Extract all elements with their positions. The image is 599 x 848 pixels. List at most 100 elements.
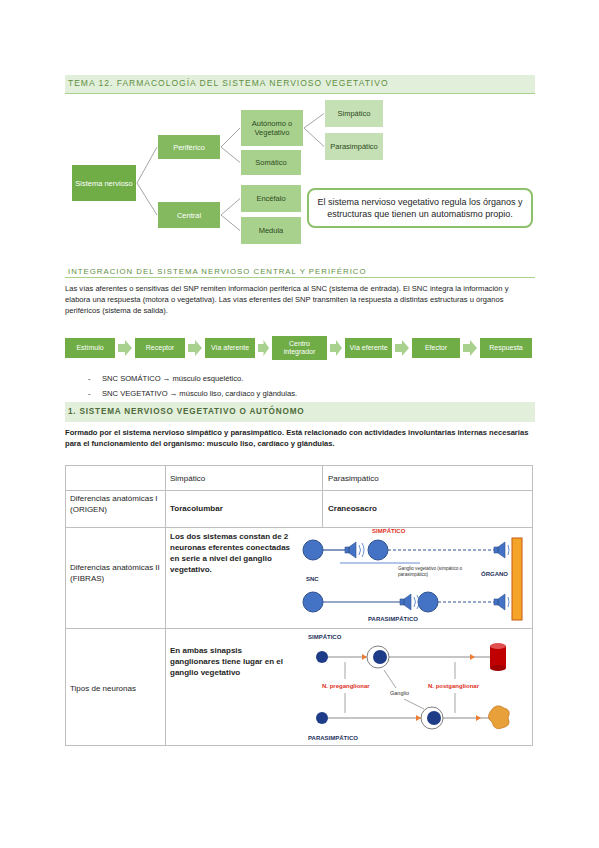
page-title: TEMA 12. FARMACOLOGÍA DEL SISTEMA NERVIO… xyxy=(68,78,389,89)
table-cell: Toracolumbar xyxy=(170,503,223,514)
fibers-illustration-part xyxy=(400,594,411,610)
figure-label: SIMPÁTICO xyxy=(372,527,405,535)
table-grid xyxy=(65,465,533,746)
neurons-illustration-part xyxy=(404,699,424,709)
table-header: Parasimpático xyxy=(328,473,379,484)
fibers-illustration-part xyxy=(388,550,494,551)
neurons-illustration-part xyxy=(373,650,387,664)
table-grid-part xyxy=(66,466,533,746)
tree-connector xyxy=(221,199,240,216)
neurons-illustration-part xyxy=(455,693,456,713)
fibers-illustration xyxy=(303,538,522,620)
neurons-illustration-part xyxy=(362,654,481,721)
bullet-text: SNC VEGETATIVO → músculo liso, cardíaco … xyxy=(102,388,297,399)
flow-arrow xyxy=(330,340,342,356)
flow-arrow xyxy=(118,340,132,356)
box-text: Vía eferente xyxy=(349,344,387,352)
table-grid-part xyxy=(65,527,533,528)
flow-arrow xyxy=(258,340,269,356)
neurons-illustration-part xyxy=(316,651,328,663)
box-text: Centro integrador xyxy=(275,340,324,356)
tree-box: Somático xyxy=(241,150,301,175)
section-heading: 1. SISTEMA NERVIOSO VEGETATIVO O AUTÓNOM… xyxy=(68,406,304,417)
tree-connector xyxy=(221,215,240,231)
box-text: Encéfalo xyxy=(256,194,285,203)
tree-box: Encéfalo xyxy=(241,185,301,212)
box-text: Respuesta xyxy=(489,344,522,352)
figure-label: PARASIMPÁTICO xyxy=(308,734,358,742)
table-grid-part xyxy=(65,628,533,629)
tree-box: Simpático xyxy=(325,100,383,127)
title-band-part xyxy=(65,93,535,94)
fibers-illustration-part xyxy=(368,540,388,560)
flow-arrow xyxy=(188,340,202,356)
box-text: El sistema nervioso vegetativo regula lo… xyxy=(317,196,523,220)
table-cell: Craneosacro xyxy=(328,503,377,514)
flow-arrow xyxy=(395,340,409,356)
tree-connector xyxy=(137,147,157,183)
neurons-illustration-part xyxy=(384,670,396,688)
fibers-illustration-part xyxy=(323,601,400,602)
tree-connector xyxy=(304,114,324,129)
box-text: Estímulo xyxy=(76,344,103,352)
tree-box: Parasimpático xyxy=(325,133,383,160)
fibers-illustration-part xyxy=(512,538,522,620)
neurons-illustration-part xyxy=(328,717,490,718)
neurons-illustration-part xyxy=(345,662,346,679)
neurons-illustration-part xyxy=(490,643,506,649)
fibers-illustration-part xyxy=(359,543,364,557)
box-text: Simpático xyxy=(338,109,371,118)
figure-label: Ganglio xyxy=(390,690,409,697)
tree-box: Autónomo o Vegetativo xyxy=(241,110,303,146)
box-text: Parasimpático xyxy=(330,142,378,151)
section-rule xyxy=(65,277,535,278)
table-header: Simpático xyxy=(170,473,205,484)
neurons-illustration-part xyxy=(316,712,328,724)
neurons-illustration-part xyxy=(490,646,506,668)
table-grid-part xyxy=(322,465,323,527)
paragraph: Formado por el sistema nervioso simpátic… xyxy=(65,427,535,449)
fibers-illustration-part xyxy=(494,542,505,558)
note-box: El sistema nervioso vegetativo regula lo… xyxy=(307,188,533,228)
neurons-illustration-part xyxy=(345,693,346,713)
process-box: Receptor xyxy=(135,338,185,358)
box-text: Central xyxy=(177,211,201,220)
box-text: Periférico xyxy=(173,143,205,152)
figure-label: N. postganglionar xyxy=(428,682,479,690)
section-band xyxy=(65,402,535,422)
fibers-illustration-part xyxy=(418,592,438,612)
title-band xyxy=(65,75,535,94)
figure-label: ÓRGANO xyxy=(481,570,508,578)
fibers-illustration-part xyxy=(340,563,420,564)
neurons-illustration-part xyxy=(421,707,443,729)
fibers-illustration-part xyxy=(345,542,356,558)
tree-connector xyxy=(221,128,240,147)
table-cell: Diferencias anatómicas II (FIBRAS) xyxy=(70,562,162,584)
figure-label: SIMPÁTICO xyxy=(308,633,341,641)
neurons-illustration-part xyxy=(488,706,509,729)
neurons-illustration-part xyxy=(427,711,441,725)
title-band-part xyxy=(65,75,535,93)
neurons-illustration-part xyxy=(328,656,490,657)
box-text: Somático xyxy=(255,158,286,167)
table-grid-part xyxy=(65,490,533,491)
box-text: Efector xyxy=(425,344,447,352)
fibers-illustration-part xyxy=(359,543,509,609)
process-box: Estímulo xyxy=(65,338,115,358)
tree-box: Medula xyxy=(241,217,301,244)
table-cell: En ambas sinapsis ganglionares tiene lug… xyxy=(170,645,292,678)
neurons-illustration xyxy=(316,643,509,729)
table-cell: Diferencias anatómicas I (ORIGEN) xyxy=(70,493,162,515)
process-box: Respuesta xyxy=(480,338,532,358)
figure-label: PARASIMPÁTICO xyxy=(368,615,418,623)
process-box: Centro integrador xyxy=(272,336,327,360)
bullet-mark: - xyxy=(88,388,91,399)
bullet-text: SNC SOMÁTICO → músculo esquelético. xyxy=(102,373,243,384)
fibers-illustration-part xyxy=(494,594,505,610)
table-cell: Tipos de neuronas xyxy=(70,683,162,694)
process-box: Efector xyxy=(412,338,460,358)
tree-connector xyxy=(304,128,324,147)
table-grid-part xyxy=(165,465,166,746)
process-box: Vía aferente xyxy=(205,338,255,358)
fibers-illustration-part xyxy=(323,549,345,550)
